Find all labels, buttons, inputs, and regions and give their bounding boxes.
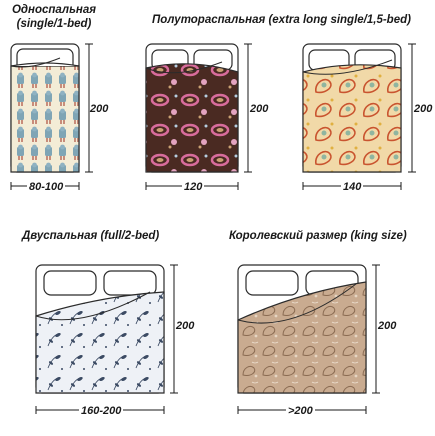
width-label-one-and-half: 120 bbox=[182, 181, 205, 193]
width-label-wide: 140 bbox=[341, 181, 364, 193]
length-label-king: 200 bbox=[378, 320, 397, 332]
bed-full bbox=[35, 264, 165, 394]
width-label-single: 80-100 bbox=[27, 181, 66, 193]
bed-one-and-half bbox=[145, 43, 239, 173]
caption-full: Двуспальная (full/2-bed) bbox=[22, 230, 160, 242]
width-label-full: 160-200 bbox=[79, 405, 124, 417]
caption-single-text: Односпальная (single/1-bed) bbox=[11, 4, 97, 30]
length-label-single: 200 bbox=[90, 103, 109, 115]
caption-single: Односпальная (single/1-bed) bbox=[2, 3, 106, 31]
width-label-king: >200 bbox=[286, 405, 315, 417]
caption-one-and-half: Полуторaспальная (extra long single/1,5-… bbox=[152, 14, 411, 26]
length-label-full: 200 bbox=[176, 320, 195, 332]
caption-king: Королевский размер (king size) bbox=[229, 230, 407, 242]
bed-one-and-half-wide bbox=[302, 43, 402, 173]
length-label-one-and-half: 200 bbox=[250, 103, 269, 115]
bed-king bbox=[237, 264, 367, 394]
bed-single bbox=[10, 43, 80, 173]
length-label-wide: 200 bbox=[414, 103, 433, 115]
